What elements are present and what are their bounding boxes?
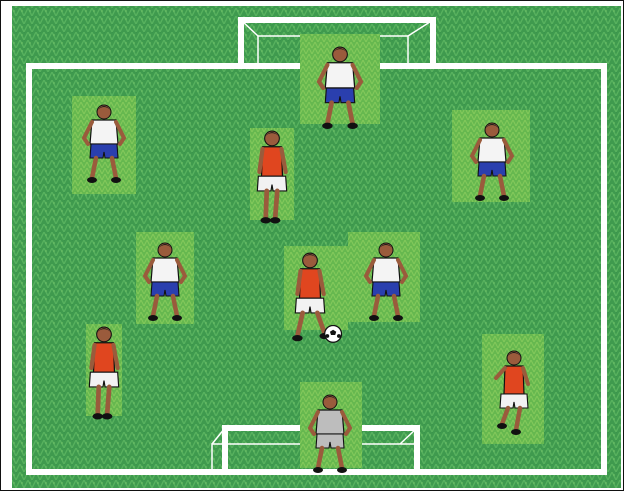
player-boot-right bbox=[347, 123, 358, 129]
player-boot-left bbox=[148, 315, 158, 321]
player-boot-left bbox=[292, 335, 303, 341]
player-boot-right bbox=[270, 217, 281, 223]
player-head bbox=[485, 123, 499, 137]
player-shirt bbox=[94, 343, 115, 372]
player-leg-right bbox=[275, 191, 277, 218]
player-shirt bbox=[504, 366, 524, 394]
player-head bbox=[265, 131, 280, 146]
player-head bbox=[379, 243, 393, 257]
player-boot-right bbox=[499, 195, 509, 201]
player-leg-left bbox=[266, 191, 267, 218]
player-boot-left bbox=[260, 217, 271, 223]
player-shirt bbox=[151, 258, 179, 282]
player-boot-left bbox=[322, 123, 333, 129]
player-shirt bbox=[316, 410, 344, 434]
player-shirt bbox=[372, 258, 400, 282]
player-shirt bbox=[478, 138, 506, 162]
player-shirt bbox=[325, 63, 354, 88]
player-boot-left bbox=[92, 413, 103, 419]
player-head bbox=[507, 351, 521, 365]
player-boot-left bbox=[313, 467, 323, 473]
player-head bbox=[97, 105, 111, 119]
player-boot-right bbox=[172, 315, 182, 321]
player-head bbox=[303, 253, 318, 268]
player-head bbox=[333, 47, 348, 62]
player-boot-right bbox=[102, 413, 113, 419]
player-head bbox=[323, 395, 337, 409]
player-boot-right bbox=[393, 315, 403, 321]
player-leg-right bbox=[107, 387, 109, 414]
player-shirt bbox=[262, 147, 283, 176]
player-head bbox=[158, 243, 172, 257]
player-boot-right bbox=[111, 177, 121, 183]
player-boot-left bbox=[497, 423, 507, 429]
player-leg-left bbox=[98, 387, 99, 414]
player-boot-left bbox=[475, 195, 485, 201]
player-boot-right bbox=[337, 467, 347, 473]
player-boot-left bbox=[369, 315, 379, 321]
player-head bbox=[97, 327, 112, 342]
player-boot-left bbox=[87, 177, 97, 183]
soccer-ball bbox=[325, 326, 342, 343]
player-shirt bbox=[300, 269, 321, 298]
player-shirt bbox=[90, 120, 118, 144]
player-boot-right bbox=[511, 429, 521, 435]
